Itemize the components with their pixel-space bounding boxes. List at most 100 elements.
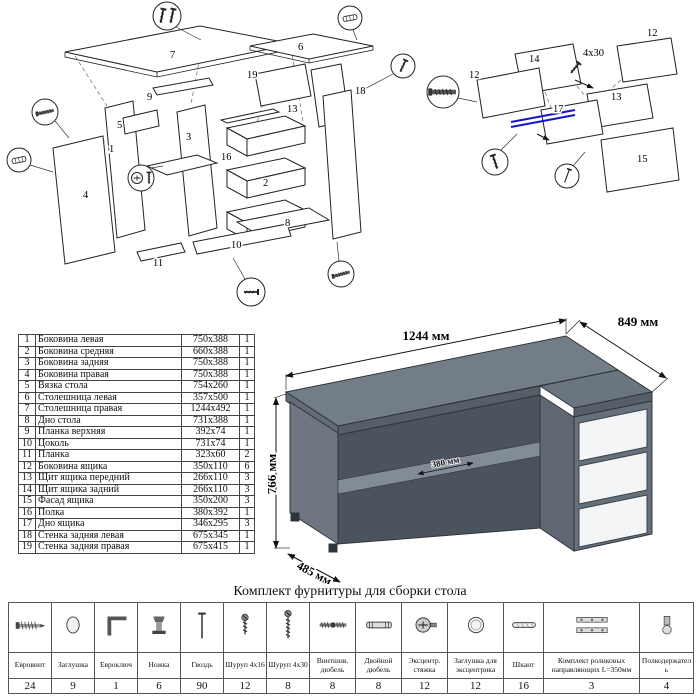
parts-cell-num: 5 (18, 380, 36, 393)
parts-cell-qty: 1 (239, 403, 255, 416)
parts-cell-qty: 1 (239, 368, 255, 381)
parts-cell-num: 19 (18, 541, 36, 554)
parts-cell-num: 2 (18, 345, 36, 358)
drawer-panels-group (476, 37, 680, 193)
part-number-label: 10 (231, 240, 242, 251)
hw-icon-cell (266, 602, 310, 653)
parts-cell-num: 1 (18, 334, 36, 347)
panel-top-right-shape (64, 25, 294, 73)
parts-cell-size: 731x74 (181, 437, 240, 450)
part-number-label: 13 (611, 92, 622, 103)
parts-cell-num: 17 (18, 518, 36, 531)
parts-cell-qty: 1 (239, 380, 255, 393)
parts-cell-name: Вязка стола (35, 380, 182, 393)
furniture-leg-icon (152, 616, 166, 635)
parts-cell-name: Дно ящика (35, 518, 182, 531)
hw-icon-cell (223, 602, 267, 653)
hw-label: Шуруп 4x30 (266, 652, 310, 679)
parts-cell-qty: 3 (239, 472, 255, 485)
plug-cap-icon (66, 616, 80, 634)
dim-width-label: 1244 мм (403, 328, 450, 343)
hw-icon-cell (309, 602, 356, 653)
dim-height-label: 766 мм (268, 454, 279, 495)
callout-screw-horizontal-icon (232, 257, 266, 307)
parts-cell-size: 750x388 (181, 357, 240, 370)
hw-label: Винтшив. дюбель (309, 652, 356, 679)
hw-qty: 8 (355, 678, 402, 694)
hw-qty: 90 (180, 678, 224, 694)
parts-cell-size: 350x110 (181, 460, 240, 473)
callout-dowel2-icon (6, 147, 54, 173)
callout-long-screw-icon (427, 75, 478, 109)
parts-cell-qty: 3 (239, 483, 255, 496)
hw-label: Ножка (137, 652, 181, 679)
cam-cover-icon (467, 616, 484, 634)
parts-cell-size: 346x295 (181, 518, 240, 531)
hw-icon-cell (401, 602, 448, 653)
hw-label: Комплект роликовых направляющих L=350мм (543, 652, 640, 679)
parts-cell-name: Боковина средняя (35, 345, 182, 358)
part-number-label: 7 (170, 50, 175, 61)
drawer-side-left-shape (476, 67, 546, 119)
part-number-label: 4 (83, 190, 89, 201)
hw-label: Двойной дюбель (355, 652, 402, 679)
parts-cell-qty: 3 (239, 518, 255, 531)
drawer-box-1 (225, 115, 307, 157)
drawer-front-top (578, 408, 648, 462)
drawer-callouts (427, 60, 586, 189)
hw-icon-cell (137, 602, 181, 653)
hardware-kit-title: Комплект фурнитуры для сборки стола (233, 584, 467, 599)
part-number-label: 9 (147, 92, 152, 103)
parts-cell-size: 266x110 (181, 472, 240, 485)
tie-panel-shape (122, 109, 160, 135)
shelf-shape (145, 154, 219, 176)
wooden-dowel-icon (511, 622, 536, 628)
parts-cell-qty: 2 (239, 449, 255, 462)
hw-qty: 12 (401, 678, 448, 694)
panel-top-left-shape (249, 33, 374, 60)
hw-label: Гвоздь (180, 652, 224, 679)
parts-cell-qty: 1 (239, 506, 255, 519)
parts-cell-size: 323x60 (181, 449, 240, 462)
parts-cell-qty: 1 (239, 334, 255, 347)
parts-cell-size: 660x388 (181, 345, 240, 358)
drawer-front-middle (578, 451, 648, 505)
hw-icon-cell (94, 602, 138, 653)
hw-icon-cell (355, 602, 402, 653)
double-dowel-icon (365, 621, 392, 629)
parts-cell-num: 7 (18, 403, 36, 416)
parts-cell-qty: 1 (239, 529, 255, 542)
desk-render: 1244 мм 849 мм 766 мм 485 мм 380 мм (268, 313, 669, 584)
part-number-label: 8 (285, 218, 290, 229)
parts-cell-qty: 1 (239, 357, 255, 370)
parts-cell-num: 6 (18, 391, 36, 404)
parts-cell-num: 16 (18, 506, 36, 519)
side-panel-middle-shape (176, 104, 218, 237)
hw-label: Полкодержатель (639, 652, 694, 679)
hw-icon-cell (503, 602, 544, 653)
part-number-label: 13 (287, 104, 298, 115)
cabinet-side-shape (322, 89, 362, 240)
callout-screw-pair-icon (152, 1, 202, 41)
parts-cell-size: 675x345 (181, 529, 240, 542)
roller-slides-icon (575, 617, 608, 633)
part-number-label: 18 (355, 86, 366, 97)
plinth-shape (192, 223, 292, 255)
hw-label: Эксцентр. стяжка (401, 652, 448, 679)
dim-foot-label: 485 мм (295, 558, 335, 584)
side-panel-right-shape (52, 135, 116, 265)
